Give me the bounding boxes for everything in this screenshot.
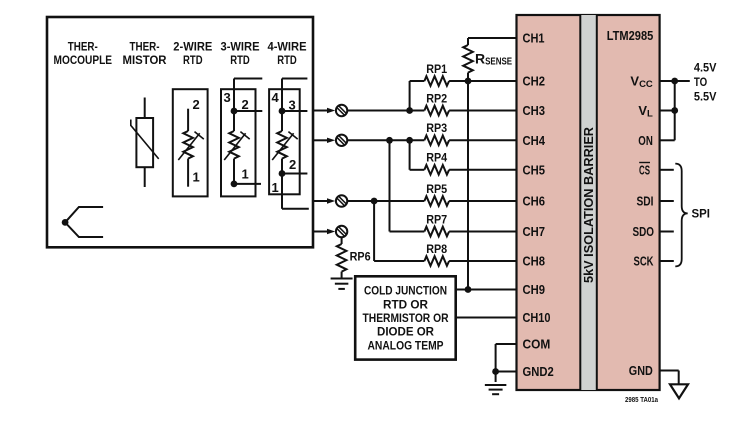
svg-text:DIODE OR: DIODE OR — [377, 326, 435, 339]
svg-text:RP4: RP4 — [426, 152, 447, 165]
svg-text:2-WIRE: 2-WIRE — [173, 41, 212, 54]
svg-text:CH1: CH1 — [523, 31, 545, 46]
svg-text:SDI: SDI — [637, 194, 654, 209]
svg-text:CH5: CH5 — [523, 163, 546, 178]
svg-text:RP6: RP6 — [350, 251, 371, 264]
svg-text:CH2: CH2 — [523, 74, 546, 89]
svg-text:THERMISTOR OR: THERMISTOR OR — [363, 312, 449, 325]
svg-text:LTM2985: LTM2985 — [607, 28, 654, 43]
svg-text:CH9: CH9 — [523, 282, 546, 297]
svg-text:CH4: CH4 — [523, 133, 546, 148]
svg-text:1: 1 — [272, 180, 279, 195]
svg-text:RP1: RP1 — [426, 63, 447, 76]
svg-text:TO: TO — [694, 76, 707, 89]
svg-text:3: 3 — [289, 98, 296, 113]
svg-text:CH10: CH10 — [523, 310, 551, 325]
svg-text:GND2: GND2 — [523, 364, 554, 379]
svg-text:SPI: SPI — [692, 208, 711, 221]
svg-text:5kV ISOLATION BARRIER: 5kV ISOLATION BARRIER — [581, 126, 596, 283]
svg-text:5.5V: 5.5V — [694, 90, 717, 103]
svg-text:4-WIRE: 4-WIRE — [268, 41, 307, 54]
svg-text:RP3: RP3 — [426, 122, 447, 135]
svg-text:RP2: RP2 — [426, 92, 447, 105]
svg-text:RP5: RP5 — [426, 183, 447, 196]
svg-text:2: 2 — [242, 97, 249, 112]
svg-text:RP7: RP7 — [426, 213, 447, 226]
svg-text:RTD: RTD — [183, 54, 203, 67]
svg-text:3-WIRE: 3-WIRE — [221, 41, 260, 54]
svg-text:COLD JUNCTION: COLD JUNCTION — [364, 285, 447, 298]
svg-text:RTD: RTD — [230, 54, 250, 67]
svg-text:1: 1 — [193, 170, 200, 185]
svg-text:1: 1 — [242, 167, 249, 182]
svg-text:RSENSE: RSENSE — [475, 50, 512, 67]
svg-text:RP8: RP8 — [426, 243, 447, 256]
svg-text:CH6: CH6 — [523, 194, 546, 209]
svg-text:THER-: THER- — [130, 41, 160, 54]
svg-text:RTD OR: RTD OR — [383, 298, 429, 311]
svg-text:RTD: RTD — [277, 54, 297, 67]
svg-text:THER-: THER- — [68, 41, 98, 54]
svg-text:ANALOG TEMP: ANALOG TEMP — [368, 339, 444, 352]
svg-text:2985 TA01a: 2985 TA01a — [625, 397, 658, 404]
svg-text:MOCOUPLE: MOCOUPLE — [54, 54, 113, 67]
svg-text:2: 2 — [289, 157, 296, 172]
svg-text:COM: COM — [523, 337, 551, 352]
svg-text:CS: CS — [639, 163, 650, 178]
svg-text:3: 3 — [224, 90, 231, 105]
svg-text:4.5V: 4.5V — [694, 62, 717, 75]
svg-text:4: 4 — [272, 90, 280, 105]
svg-text:MISTOR: MISTOR — [123, 54, 168, 67]
svg-text:GND: GND — [629, 363, 653, 378]
svg-text:CH7: CH7 — [523, 224, 546, 239]
svg-text:SDO: SDO — [633, 224, 655, 239]
svg-text:SCK: SCK — [634, 254, 654, 269]
svg-text:ON: ON — [638, 133, 653, 148]
svg-text:CH3: CH3 — [523, 103, 546, 118]
svg-text:CH8: CH8 — [523, 254, 546, 269]
svg-text:2: 2 — [193, 97, 200, 112]
